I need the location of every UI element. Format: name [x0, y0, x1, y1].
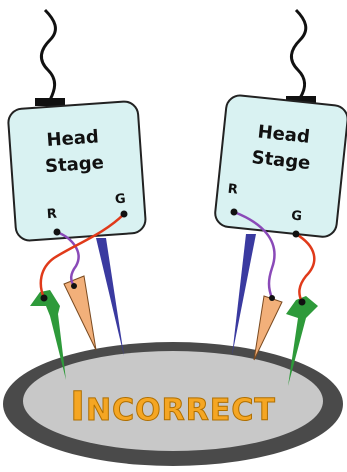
- left-wire-g: [39, 213, 125, 299]
- right-wire-r: [233, 210, 276, 299]
- right-ground-solder: [298, 298, 306, 306]
- right-reference-electrode: [253, 295, 283, 361]
- verdict-first-letter: I: [70, 384, 86, 430]
- right-cable-connector: [286, 96, 316, 104]
- right-ref-solder: [269, 295, 275, 301]
- right-ground-electrode: [286, 296, 318, 386]
- headstage-left-body: [7, 100, 147, 242]
- left-cable: [40, 8, 57, 101]
- headstage-left-line1: Head: [46, 126, 100, 151]
- verdict-label: INCORRECT: [70, 384, 276, 430]
- left-reference-electrode: [63, 275, 97, 351]
- recording-dish: [3, 342, 343, 466]
- left-recording-electrode: [96, 238, 124, 356]
- left-wire-r: [56, 230, 80, 287]
- dish-well: [23, 351, 323, 451]
- headstage-right-body: [214, 94, 347, 238]
- headstage-left-pin-r: R: [46, 207, 57, 223]
- right-recording-electrode: [232, 234, 256, 356]
- right-wire-g: [295, 232, 316, 303]
- left-pin-r-dot: [53, 228, 61, 236]
- headstage-left-pin-g: G: [115, 192, 127, 208]
- left-cable-connector: [35, 98, 65, 106]
- left-ground-electrode: [30, 290, 66, 380]
- left-pin-g-dot: [120, 210, 128, 218]
- right-pin-r-dot: [230, 208, 238, 216]
- right-cable: [290, 8, 308, 99]
- right-pin-g-dot: [292, 230, 300, 238]
- headstage-left: Head Stage R G: [7, 100, 147, 242]
- verdict-rest: NCORRECT: [86, 393, 276, 428]
- left-ground-solder: [40, 294, 48, 302]
- left-ref-solder: [71, 283, 77, 289]
- headstage-left-line2: Stage: [44, 152, 104, 177]
- headstage-right-pin-g: G: [290, 208, 302, 224]
- headstage-right: Head Stage R G: [214, 94, 347, 238]
- headstage-right-pin-r: R: [227, 182, 239, 198]
